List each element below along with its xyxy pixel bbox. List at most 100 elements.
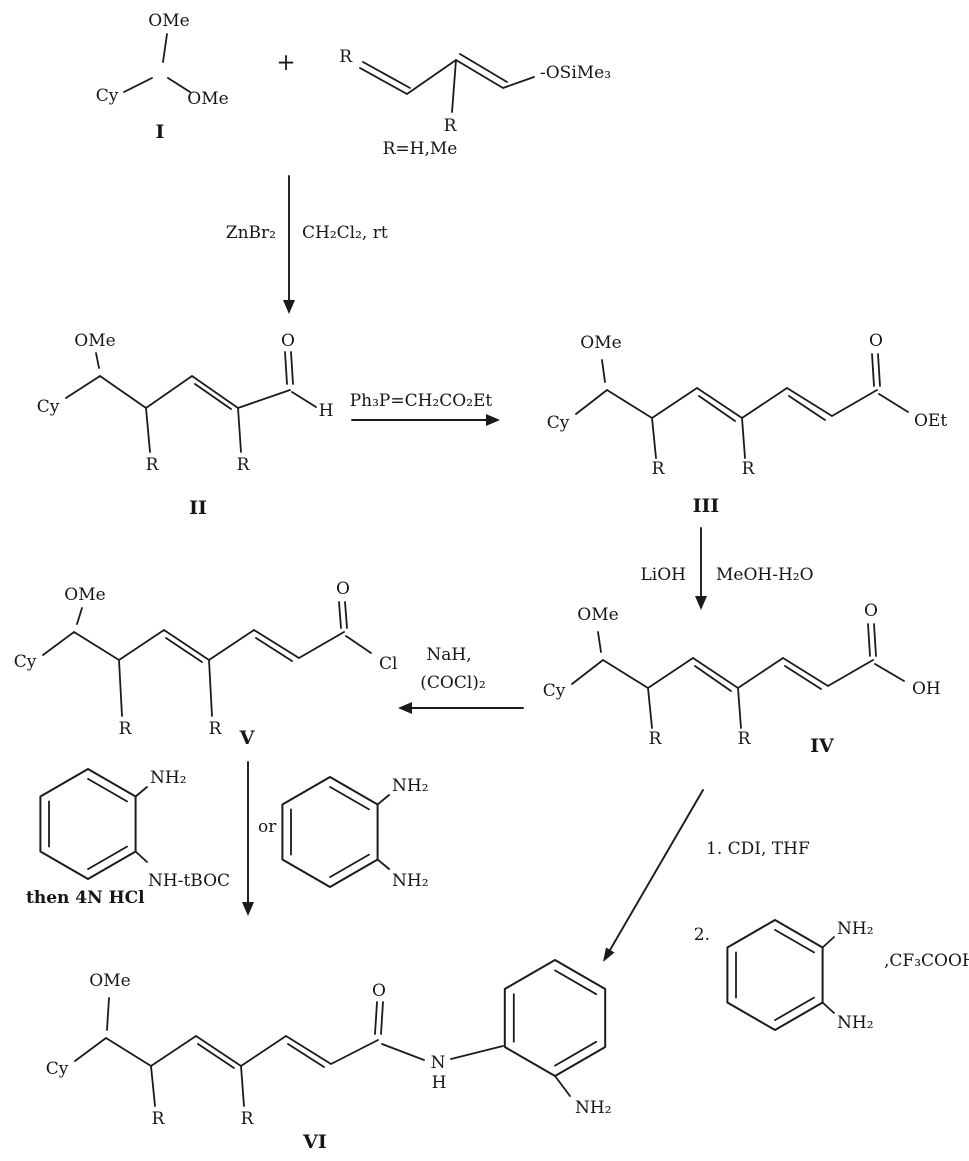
- substituent-bonds: [378, 795, 389, 869]
- compound-ii: OMe Cy R R O H II: [37, 331, 334, 519]
- reagent-ch2cl2: CH₂Cl₂, rt: [302, 223, 388, 243]
- diene-bonds: [360, 54, 534, 112]
- atom-label-n: N: [431, 1053, 446, 1073]
- atom-label-oet: OEt: [914, 411, 947, 431]
- compound-i: OMe Cy OMe I: [96, 11, 229, 143]
- reagent-nah: NaH,: [426, 645, 471, 665]
- atom-label-nh-tboc: NH-tBOC: [148, 871, 230, 891]
- reagent-wittig: Ph₃P=CH₂CO₂Et: [350, 391, 493, 411]
- substituent-bonds: [823, 937, 834, 1013]
- atom-label-o: O: [281, 331, 295, 351]
- atom-label-nh2: NH₂: [837, 1013, 874, 1033]
- compound-label-i: I: [156, 121, 165, 143]
- arrow-head-icon: [398, 702, 412, 714]
- atom-label-ome: OMe: [577, 605, 618, 625]
- arrow-step2: Ph₃P=CH₂CO₂Et: [350, 391, 500, 426]
- atom-label-r: R: [742, 459, 756, 479]
- atom-label-cy: Cy: [37, 397, 60, 417]
- atom-label-osime3: -OSiMe₃: [540, 63, 611, 83]
- atom-label-r: R: [444, 116, 458, 136]
- atom-label-cy: Cy: [14, 652, 37, 672]
- arrow-step4: NaH, (COCl)₂: [398, 645, 523, 714]
- substituent-bonds: [136, 787, 147, 862]
- atom-label-nh2: NH₂: [150, 768, 187, 788]
- atom-label-ome: OMe: [89, 971, 130, 991]
- atom-label-r: R: [339, 47, 353, 67]
- atom-label-ome: OMe: [187, 89, 228, 109]
- compound-v-bonds: [43, 602, 371, 716]
- atom-label-r: R: [152, 1109, 166, 1129]
- benzene-inner-bonds: [49, 779, 127, 869]
- atom-label-ome: OMe: [64, 585, 105, 605]
- atom-label-ome: OMe: [580, 333, 621, 353]
- arrow-head-icon: [486, 414, 500, 426]
- atom-label-nh2: NH₂: [837, 919, 874, 939]
- benzene-inner-bonds: [514, 970, 596, 1065]
- atom-label-r: R: [119, 719, 133, 739]
- atom-label-o: O: [869, 331, 883, 351]
- reagent-lioh: LiOH: [641, 565, 687, 585]
- benzene-inner-bonds: [291, 787, 369, 877]
- compound-vi-bonds: [75, 998, 570, 1106]
- atom-label-r: R: [738, 729, 752, 749]
- arrow-head-icon: [242, 902, 254, 916]
- plus-operator: +: [276, 50, 295, 76]
- reagent-znbr2: ZnBr₂: [226, 223, 276, 243]
- arrow-step6: 1. CDI, THF 2.: [603, 790, 810, 962]
- arrow-line: [610, 790, 703, 950]
- atom-label-r: R: [209, 719, 223, 739]
- atom-label-nh2: NH₂: [392, 871, 429, 891]
- atom-label-cy: Cy: [547, 413, 570, 433]
- arrow-head-icon: [283, 300, 295, 314]
- arrow-step1: ZnBr₂ CH₂Cl₂, rt: [226, 176, 388, 314]
- atom-label-ome: OMe: [148, 11, 189, 31]
- reagent-cdi: 1. CDI, THF: [706, 839, 810, 859]
- atom-label-h: H: [319, 401, 334, 421]
- compound-vi: OMe Cy R R O N H NH₂ VI: [46, 960, 612, 1153]
- benzene-ring: [505, 960, 605, 1076]
- atom-label-nh2: NH₂: [392, 776, 429, 796]
- atom-label-cy: Cy: [543, 681, 566, 701]
- arrow-head-icon: [603, 948, 615, 963]
- compound-label-iv: IV: [810, 735, 835, 757]
- compound-label-vi: VI: [302, 1131, 327, 1153]
- compound-i-bonds: [124, 34, 190, 92]
- atom-label-ome: OMe: [74, 331, 115, 351]
- atom-label-r: R: [237, 455, 251, 475]
- compound-v: OMe Cy R R O Cl V: [14, 579, 398, 749]
- arrow-step5: or: [242, 762, 277, 916]
- atom-label-cl: Cl: [379, 654, 397, 674]
- compound-iv-bonds: [572, 624, 904, 728]
- condition-then-hcl: then 4N HCl: [26, 888, 145, 908]
- reagent-meoh-h2o: MeOH-H₂O: [716, 565, 814, 585]
- benzene-ring: [40, 769, 135, 879]
- compound-ii-bonds: [66, 352, 316, 452]
- compound-diamine: NH₂ NH₂: [282, 776, 428, 891]
- reagent-tfa: ,CF₃COOH: [884, 951, 969, 971]
- or-operator: or: [258, 817, 277, 837]
- compound-boc-amine: NH₂ NH-tBOC then 4N HCl: [26, 768, 230, 908]
- compound-label-ii: II: [189, 497, 207, 519]
- atom-label-o: O: [864, 601, 878, 621]
- compound-label-iii: III: [693, 495, 720, 517]
- step2-number: 2.: [694, 925, 710, 945]
- atom-label-cy: Cy: [96, 86, 119, 106]
- compound-iii-bonds: [576, 354, 908, 458]
- atom-label-o: O: [336, 579, 350, 599]
- atom-label-nh2: NH₂: [575, 1098, 612, 1118]
- atom-label-r: R: [649, 729, 663, 749]
- atom-label-oh: OH: [912, 679, 941, 699]
- compound-iv: OMe Cy R R O OH IV: [543, 601, 941, 757]
- benzene-inner-bonds: [736, 930, 814, 1020]
- r-definition: R=H,Me: [383, 139, 458, 159]
- compound-label-v: V: [239, 727, 256, 749]
- atom-label-r: R: [652, 459, 666, 479]
- benzene-ring: [282, 777, 377, 887]
- atom-label-r: R: [241, 1109, 255, 1129]
- compound-diene: R R -OSiMe₃ R=H,Me: [339, 47, 611, 159]
- arrow-head-icon: [695, 596, 707, 610]
- atom-label-o: O: [372, 981, 386, 1001]
- benzene-ring: [727, 920, 822, 1030]
